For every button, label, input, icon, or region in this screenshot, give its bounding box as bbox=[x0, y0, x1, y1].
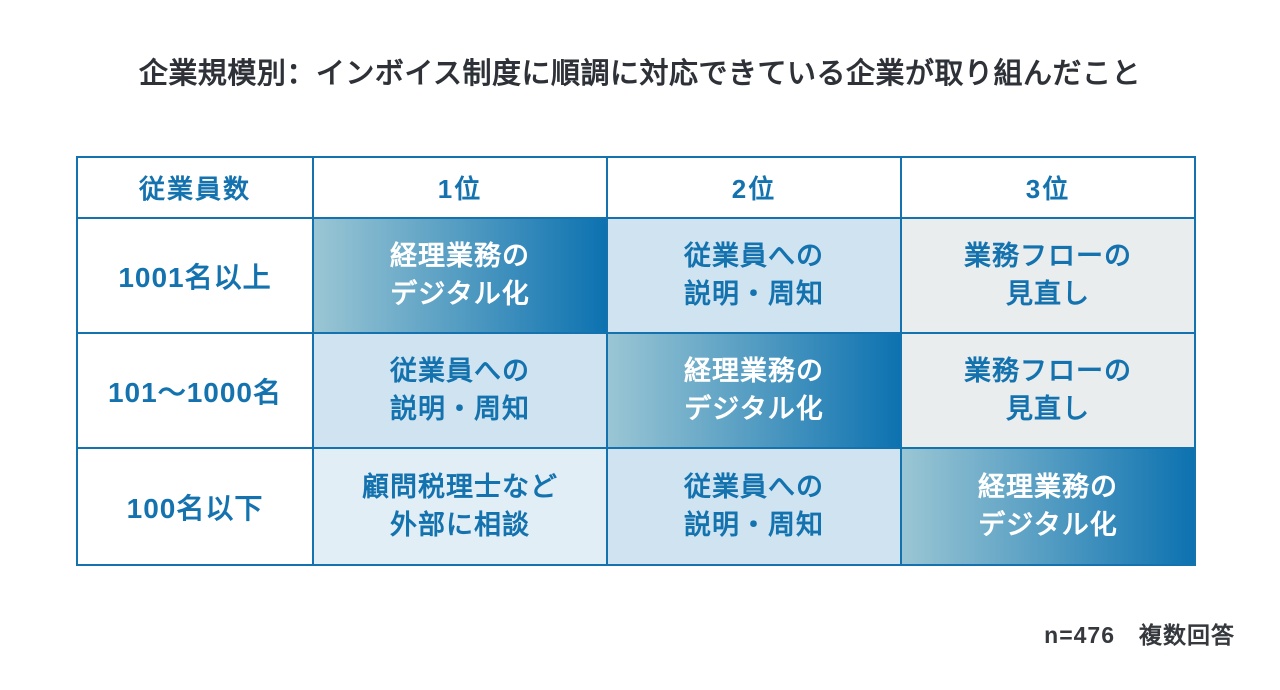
table-cell: 従業員への 説明・周知 bbox=[606, 447, 902, 566]
ranking-table: 従業員数 1位 2位 3位 1001名以上 経理業務の デジタル化 従業員への … bbox=[76, 156, 1196, 566]
sample-size-note: n=476 複数回答 bbox=[1044, 622, 1235, 648]
table-cell: 顧問税理士など 外部に相談 bbox=[312, 447, 608, 566]
column-header-rank2: 2位 bbox=[606, 156, 902, 219]
table-cell: 従業員への 説明・周知 bbox=[606, 217, 902, 334]
table-cell: 業務フローの 見直し bbox=[900, 332, 1196, 449]
column-header-size: 従業員数 bbox=[76, 156, 314, 219]
header-row: 従業員数 1位 2位 3位 bbox=[76, 156, 1196, 219]
table-row: 100名以下 顧問税理士など 外部に相談 従業員への 説明・周知 経理業務の デ… bbox=[76, 447, 1196, 566]
table-cell: 業務フローの 見直し bbox=[900, 217, 1196, 334]
table-cell: 経理業務の デジタル化 bbox=[312, 217, 608, 334]
page-title: 企業規模別：インボイス制度に順調に対応できている企業が取り組んだこと bbox=[138, 58, 1142, 90]
row-header-size: 100名以下 bbox=[76, 447, 314, 566]
table-cell: 経理業務の デジタル化 bbox=[900, 447, 1196, 566]
row-header-size: 101〜1000名 bbox=[76, 332, 314, 449]
table-cell: 経理業務の デジタル化 bbox=[606, 332, 902, 449]
column-header-rank1: 1位 bbox=[312, 156, 608, 219]
table-cell: 従業員への 説明・周知 bbox=[312, 332, 608, 449]
row-header-size: 1001名以上 bbox=[76, 217, 314, 334]
column-header-rank3: 3位 bbox=[900, 156, 1196, 219]
table-row: 101〜1000名 従業員への 説明・周知 経理業務の デジタル化 業務フローの… bbox=[76, 332, 1196, 449]
table-row: 1001名以上 経理業務の デジタル化 従業員への 説明・周知 業務フローの 見… bbox=[76, 217, 1196, 334]
